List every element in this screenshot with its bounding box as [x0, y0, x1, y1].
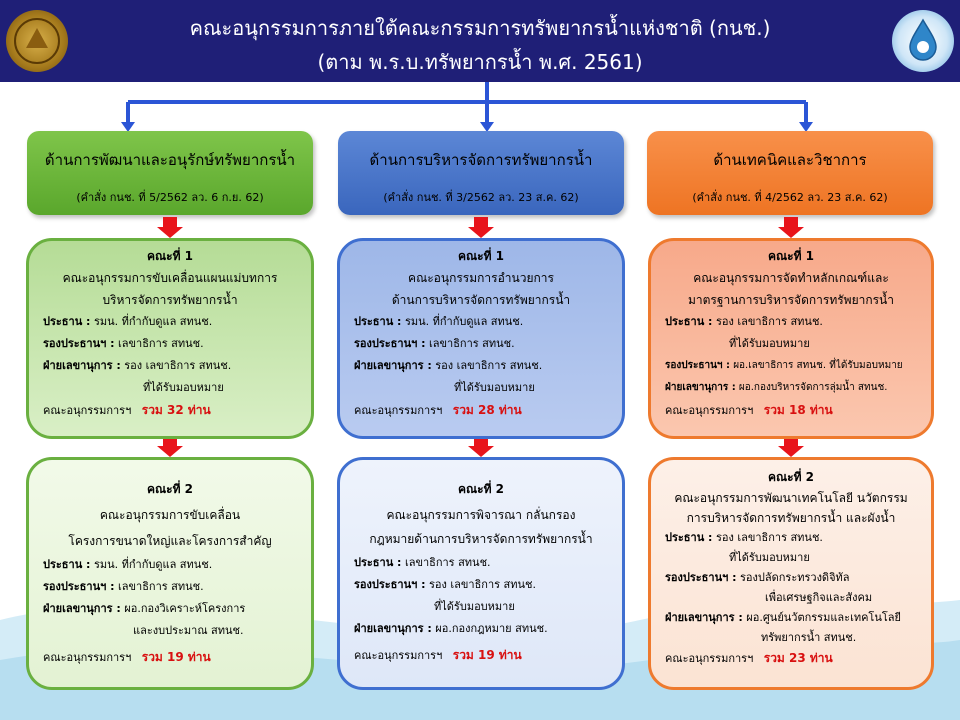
vice-value: ผอ.เลขาธิการ สทนช. ที่ได้รับมอบหมาย — [733, 360, 903, 371]
members-total: รวม 19 ท่าน — [141, 650, 211, 664]
vice-label: รองประธานฯ : — [354, 578, 426, 591]
secretary-value-line2: ทรัพยากรน้ำ สทนช. — [761, 631, 857, 644]
members-label: คณะอนุกรรมการฯ — [665, 404, 754, 417]
committee-card: คณะที่ 2 คณะอนุกรรมการขับเคลื่อน โครงการ… — [26, 457, 314, 690]
committee-number: คณะที่ 2 — [146, 482, 194, 496]
secretary-value: ผอ.กองกฎหมาย สทนช. — [435, 622, 548, 635]
page-title: คณะอนุกรรมการภายใต้คณะกรรมการทรัพยากรน้ำ… — [189, 16, 771, 40]
chair-value: รมน. ที่กำกับดูแล สทนช. — [93, 315, 213, 328]
vice-value: เลขาธิการ สทนช. — [118, 580, 204, 593]
government-seal-logo — [6, 10, 68, 72]
chair-label: ประธาน : — [665, 531, 713, 544]
committee-card: คณะที่ 2 คณะอนุกรรมการพัฒนาเทคโนโลยี นวั… — [648, 457, 934, 690]
header-bar: คณะอนุกรรมการภายใต้คณะกรรมการทรัพยากรน้ำ… — [0, 0, 960, 82]
chair-label: ประธาน : — [354, 556, 402, 569]
chair-value-line2: ที่ได้รับมอบหมาย — [729, 551, 810, 564]
group-order: (คำสั่ง กนช. ที่ 4/2562 ลว. 23 ส.ค. 62) — [692, 191, 888, 204]
committee-name-line2: ด้านการบริหารจัดการทรัพยากรน้ำ — [391, 293, 571, 307]
secretary-value-line2: และงบประมาณ สทนช. — [133, 624, 244, 637]
group-header-management: ด้านการบริหารจัดการทรัพยากรน้ำ (คำสั่ง ก… — [338, 131, 624, 215]
committee-name-line1: คณะอนุกรรมการพัฒนาเทคโนโลยี นวัตกรรม — [674, 491, 908, 505]
vice-value-line2: ที่ได้รับมอบหมาย — [434, 600, 515, 613]
secretary-label: ฝ่ายเลขานุการ : — [354, 359, 432, 372]
secretary-label: ฝ่ายเลขานุการ : — [43, 359, 121, 372]
committee-name-line2: การบริหารจัดการทรัพยากรน้ำ และผังน้ำ — [686, 511, 896, 525]
chair-value: รมน. ที่กำกับดูแล สทนช. — [93, 558, 213, 571]
page-subtitle: (ตาม พ.ร.บ.ทรัพยากรน้ำ พ.ศ. 2561) — [317, 50, 643, 74]
members-label: คณะอนุกรรมการฯ — [43, 404, 132, 417]
secretary-value: ผอ.ศูนย์นวัตกรรมและเทคโนโลยี — [746, 611, 901, 624]
connector-lines — [121, 82, 813, 132]
members-label: คณะอนุกรรมการฯ — [354, 649, 443, 662]
water-agency-logo — [892, 10, 954, 72]
members-label: คณะอนุกรรมการฯ — [43, 651, 132, 664]
secretary-label: ฝ่ายเลขานุการ : — [665, 382, 736, 393]
vice-value: รอง เลขาธิการ สทนช. — [429, 578, 536, 591]
group-title: ด้านการบริหารจัดการทรัพยากรน้ำ — [369, 151, 593, 169]
secretary-label: ฝ่ายเลขานุการ : — [43, 602, 121, 615]
secretary-value: ผอ.กองวิเคราะห์โครงการ — [124, 602, 246, 615]
group-header-technical: ด้านเทคนิคและวิชาการ (คำสั่ง กนช. ที่ 4/… — [647, 131, 933, 215]
vice-value: รองปลัดกระทรวงดิจิทัล — [740, 571, 850, 584]
committee-number: คณะที่ 1 — [767, 249, 815, 263]
chair-label: ประธาน : — [354, 315, 402, 328]
committee-name-line1: คณะอนุกรรมการพิจารณา กลั่นกรอง — [386, 508, 576, 522]
committee-name-line2: กฎหมายด้านการบริหารจัดการทรัพยากรน้ำ — [369, 532, 593, 546]
vice-label: รองประธานฯ : — [665, 571, 737, 584]
committee-card: คณะที่ 1 คณะอนุกรรมการจัดทำหลักเกณฑ์และ … — [648, 238, 934, 439]
vice-label: รองประธานฯ : — [665, 360, 730, 371]
secretary-label: ฝ่ายเลขานุการ : — [665, 611, 743, 624]
group-order: (คำสั่ง กนช. ที่ 3/2562 ลว. 23 ส.ค. 62) — [383, 191, 579, 204]
members-total: รวม 32 ท่าน — [141, 403, 211, 417]
vice-label: รองประธานฯ : — [43, 580, 115, 593]
committee-card: คณะที่ 2 คณะอนุกรรมการพิจารณา กลั่นกรอง … — [337, 457, 625, 690]
committee-number: คณะที่ 1 — [146, 249, 194, 263]
chair-label: ประธาน : — [665, 315, 713, 328]
members-total: รวม 18 ท่าน — [763, 403, 833, 417]
chair-label: ประธาน : — [43, 315, 91, 328]
secretary-label: ฝ่ายเลขานุการ : — [354, 622, 432, 635]
secretary-value: ผอ.กองบริหารจัดการลุ่มน้ำ สทนช. — [738, 382, 888, 393]
chair-value-line2: ที่ได้รับมอบหมาย — [729, 337, 810, 350]
members-total: รวม 28 ท่าน — [452, 403, 522, 417]
committee-name-line2: โครงการขนาดใหญ่และโครงการสำคัญ — [68, 534, 272, 548]
committee-name-line1: คณะอนุกรรมการขับเคลื่อนแผนแม่บทการ — [62, 271, 278, 285]
members-total: รวม 19 ท่าน — [452, 648, 522, 662]
group-order: (คำสั่ง กนช. ที่ 5/2562 ลว. 6 ก.ย. 62) — [76, 191, 264, 204]
chair-value: รอง เลขาธิการ สทนช. — [715, 315, 823, 328]
committee-number: คณะที่ 1 — [457, 249, 505, 263]
vice-label: รองประธานฯ : — [43, 337, 115, 350]
committee-name-line1: คณะอนุกรรมการจัดทำหลักเกณฑ์และ — [693, 271, 889, 285]
vice-value: เลขาธิการ สทนช. — [429, 337, 515, 350]
chair-value: รมน. ที่กำกับดูแล สทนช. — [404, 315, 524, 328]
committee-name-line2: บริหารจัดการทรัพยากรน้ำ — [102, 293, 238, 307]
chair-label: ประธาน : — [43, 558, 91, 571]
group-title: ด้านการพัฒนาและอนุรักษ์ทรัพยากรน้ำ — [44, 151, 296, 169]
secretary-value-line2: ที่ได้รับมอบหมาย — [143, 381, 224, 394]
committee-name-line2: มาตรฐานการบริหารจัดการทรัพยากรน้ำ — [687, 293, 894, 307]
committee-name-line1: คณะอนุกรรมการอำนวยการ — [408, 271, 554, 285]
committee-number: คณะที่ 2 — [767, 470, 815, 484]
chair-value: เลขาธิการ สทนช. — [404, 556, 491, 569]
group-header-development: ด้านการพัฒนาและอนุรักษ์ทรัพยากรน้ำ (คำสั… — [27, 131, 313, 215]
committee-number: คณะที่ 2 — [457, 482, 505, 496]
secretary-value: รอง เลขาธิการ สทนช. — [435, 359, 543, 372]
group-title: ด้านเทคนิคและวิชาการ — [713, 151, 867, 169]
members-label: คณะอนุกรรมการฯ — [354, 404, 443, 417]
chair-value: รอง เลขาธิการ สทนช. — [715, 531, 823, 544]
vice-value-line2: เพื่อเศรษฐกิจและสังคม — [765, 591, 873, 604]
members-total: รวม 23 ท่าน — [763, 651, 833, 665]
vice-label: รองประธานฯ : — [354, 337, 426, 350]
committee-card: คณะที่ 1 คณะอนุกรรมการอำนวยการ ด้านการบร… — [337, 238, 625, 439]
members-label: คณะอนุกรรมการฯ — [665, 652, 754, 665]
committee-card: คณะที่ 1 คณะอนุกรรมการขับเคลื่อนแผนแม่บท… — [26, 238, 314, 439]
secretary-value-line2: ที่ได้รับมอบหมาย — [454, 381, 535, 394]
committee-name-line1: คณะอนุกรรมการขับเคลื่อน — [99, 508, 241, 522]
secretary-value: รอง เลขาธิการ สทนช. — [124, 359, 232, 372]
vice-value: เลขาธิการ สทนช. — [118, 337, 204, 350]
